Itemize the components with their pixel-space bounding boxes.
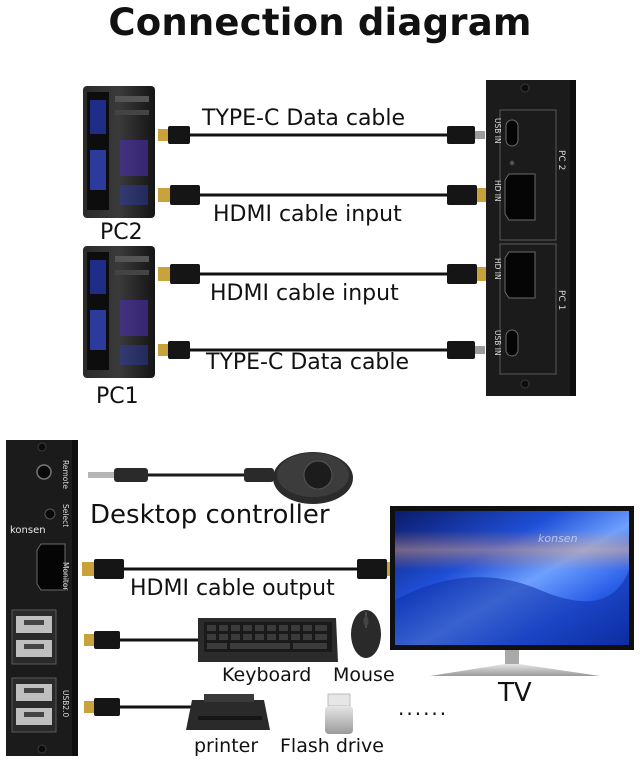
kvm-switch-input-panel — [486, 80, 576, 396]
page-title: Connection diagram — [108, 1, 532, 44]
mouse-icon — [351, 610, 381, 658]
port-label-monitor: Monitor — [61, 562, 70, 591]
flash-drive-label: Flash drive — [280, 735, 384, 757]
port-label-hd-in-2: HD IN — [493, 258, 502, 280]
port-label-hd-in-1: HD IN — [493, 180, 502, 202]
desktop-controller-icon — [273, 452, 353, 504]
panel-brand: konsen — [10, 525, 46, 536]
port-label-usb-in-2: USB IN — [493, 330, 502, 356]
pc2-label: PC2 — [100, 220, 143, 245]
tv-label: TV — [498, 678, 532, 708]
port-label-remote: Remote — [61, 460, 70, 489]
typec-cable-top-label: TYPE-C Data cable — [202, 106, 406, 131]
mouse-label: Mouse — [333, 664, 395, 686]
port-group-pc1: PC 1 — [556, 290, 566, 311]
printer-label: printer — [194, 735, 259, 757]
kvm-switch-output-panel — [6, 440, 78, 756]
flash-drive-icon — [325, 693, 353, 734]
more-devices-ellipsis: ...... — [398, 696, 449, 720]
hdmi-cable-mid-label: HDMI cable input — [210, 281, 399, 306]
pc2-tower-icon — [83, 86, 155, 218]
typec-cable-bottom-label: TYPE-C Data cable — [206, 350, 410, 375]
keyboard-label: Keyboard — [222, 664, 312, 686]
hdmi-cable-top-label: HDMI cable input — [213, 202, 402, 227]
port-label-usb: USB2.0 — [61, 690, 70, 718]
port-group-pc2: PC 2 — [556, 150, 566, 171]
pc1-label: PC1 — [96, 384, 139, 409]
desktop-controller-label: Desktop controller — [90, 500, 330, 530]
pc1-tower-icon — [83, 246, 155, 378]
port-label-select: Select — [61, 504, 70, 528]
tv-screen-brand: konsen — [538, 532, 578, 545]
keyboard-icon — [198, 618, 338, 662]
tv-icon — [390, 506, 634, 676]
port-label-usb-in-1: USB IN — [493, 118, 502, 144]
hdmi-output-label: HDMI cable output — [130, 576, 335, 601]
printer-icon — [186, 694, 270, 730]
